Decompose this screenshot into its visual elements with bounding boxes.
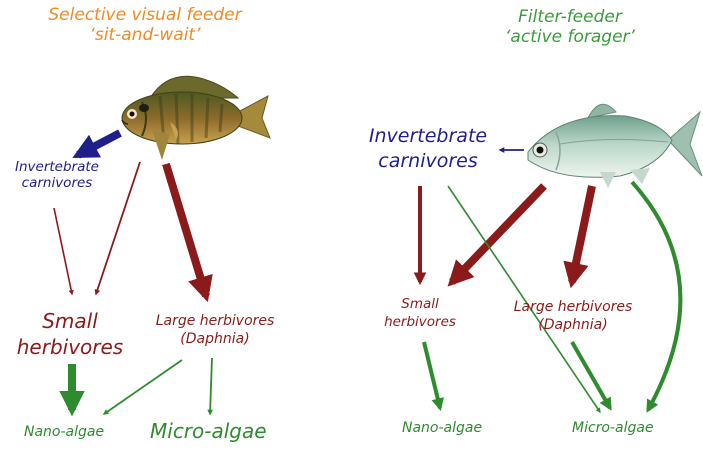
right-large-herb-line2: (Daphnia): [498, 316, 648, 334]
left-micro-algae-label: Micro-algae: [150, 420, 267, 443]
right-invertebrate-carnivores-label: Invertebrate carnivores: [358, 124, 498, 173]
right-small-herb-line2: herbivores: [370, 314, 470, 332]
right-invertebrate-line1: Invertebrate: [358, 124, 498, 149]
left-small-herb-line2: herbivores: [10, 334, 130, 360]
left-invertebrate-carnivores-label: Invertebrate carnivores: [2, 160, 112, 191]
arrow-small-herbivores-to-nano-algae-right: [424, 342, 440, 408]
left-panel-title: Selective visual feeder ‘sit-and-wait’: [30, 6, 260, 45]
arrow-large-herbivores-to-micro-algae-left: [210, 358, 212, 414]
arrow-fish-to-small-herbivores-right: [452, 186, 544, 282]
arrow-fish-to-micro-algae-right: [632, 182, 680, 410]
arrow-fish-to-large-herbivores-left: [166, 164, 206, 296]
right-nano-algae-label: Nano-algae: [402, 420, 482, 436]
left-title-line2: ‘sit-and-wait’: [30, 26, 260, 46]
arrow-fish-to-large-herbivores-right: [572, 186, 592, 282]
left-invertebrate-line2: carnivores: [2, 176, 112, 192]
arrow-fish-to-invertebrates-left: [78, 133, 120, 155]
left-large-herb-line1: Large herbivores: [140, 312, 290, 330]
right-title-line2: ‘active forager’: [470, 28, 670, 48]
right-invertebrate-line2: carnivores: [358, 149, 498, 174]
bluegill-sunfish-icon: [122, 76, 270, 160]
left-large-herbivores-label: Large herbivores (Daphnia): [140, 312, 290, 348]
right-micro-algae-label: Micro-algae: [572, 420, 654, 436]
right-small-herbivores-label: Small herbivores: [370, 296, 470, 331]
left-invertebrate-line1: Invertebrate: [2, 160, 112, 176]
right-title-line1: Filter-feeder: [470, 8, 670, 28]
arrow-invertebrates-to-small-herbivores-left: [54, 208, 72, 294]
gizzard-shad-icon: [528, 104, 702, 188]
left-small-herbivores-label: Small herbivores: [10, 308, 130, 360]
left-nano-algae-label: Nano-algae: [24, 424, 104, 440]
right-panel-title: Filter-feeder ‘active forager’: [470, 8, 670, 47]
arrow-large-herbivores-to-nano-algae-left: [104, 360, 182, 414]
right-small-herb-line1: Small: [370, 296, 470, 314]
right-large-herb-line1: Large herbivores: [498, 298, 648, 316]
left-small-herb-line1: Small: [10, 308, 130, 334]
right-large-herbivores-label: Large herbivores (Daphnia): [498, 298, 648, 334]
left-title-line1: Selective visual feeder: [30, 6, 260, 26]
left-large-herb-line2: (Daphnia): [140, 330, 290, 348]
